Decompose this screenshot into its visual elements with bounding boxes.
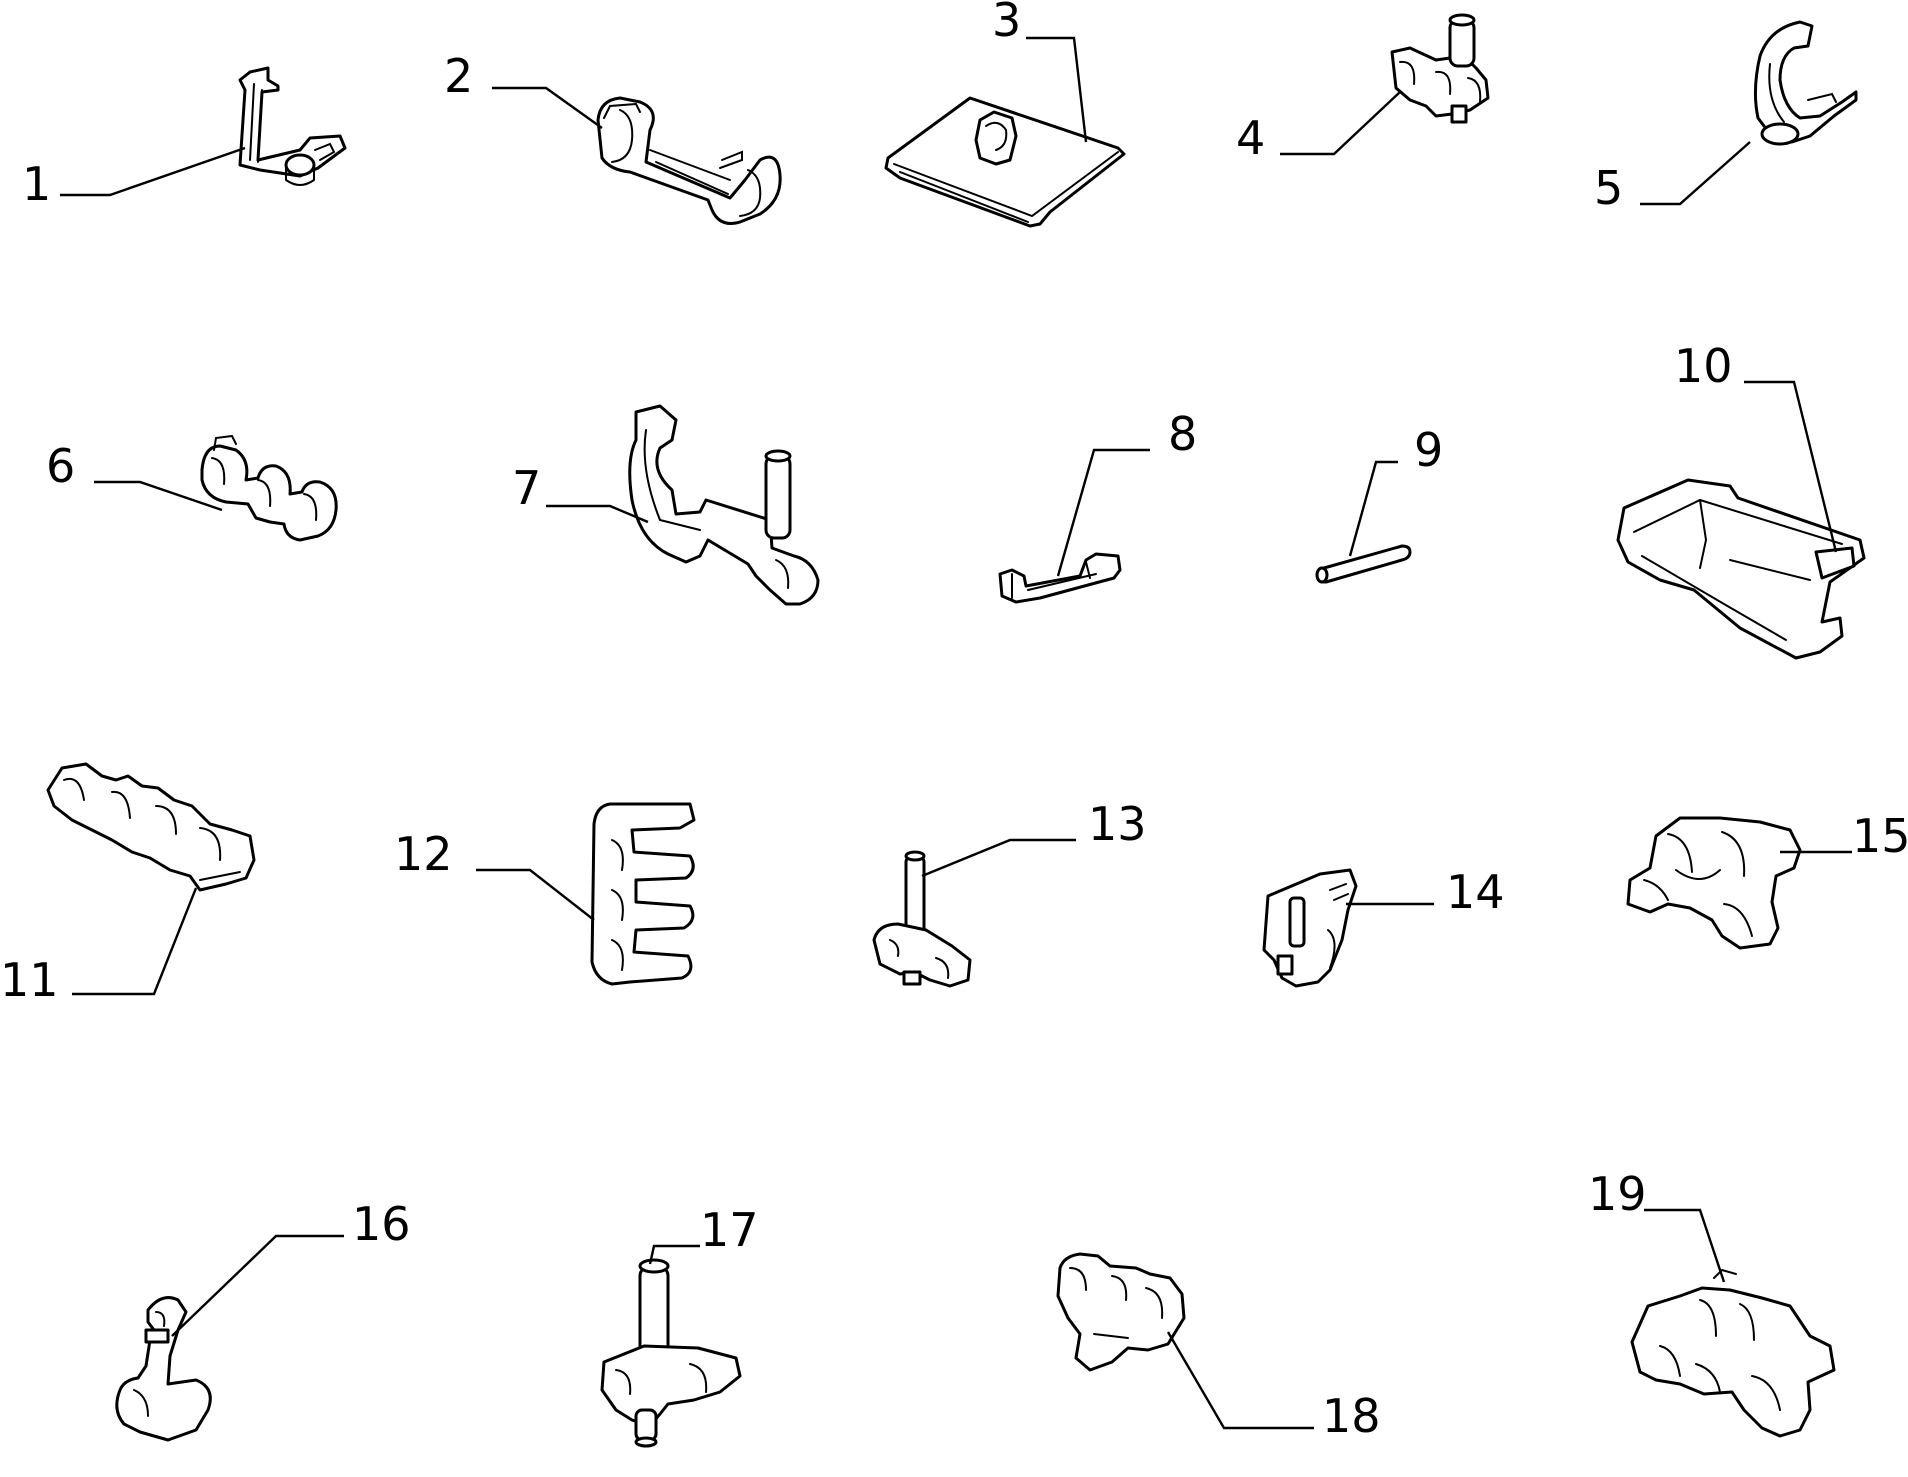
callout-label-15: 15 bbox=[1852, 809, 1908, 863]
leader-line-2 bbox=[492, 86, 603, 129]
part-12-comb-clip bbox=[590, 802, 696, 986]
part-8-channel-clip bbox=[998, 552, 1122, 604]
part-10-long-bracket bbox=[1616, 478, 1866, 660]
callout-label-4: 4 bbox=[1236, 111, 1265, 165]
callout-2: 2 bbox=[444, 49, 603, 129]
part-17-stud-twin-clip bbox=[600, 1258, 742, 1448]
callout-10: 10 bbox=[1674, 339, 1838, 553]
callout-label-7: 7 bbox=[512, 461, 541, 515]
part-15-dual-clip bbox=[1626, 816, 1802, 950]
callout-13: 13 bbox=[921, 797, 1147, 878]
callout-label-18: 18 bbox=[1322, 1389, 1381, 1443]
leader-line-7 bbox=[546, 504, 649, 524]
part-5-hook-clip bbox=[1753, 20, 1858, 146]
callout-8: 8 bbox=[1056, 407, 1197, 577]
callout-5: 5 bbox=[1594, 141, 1751, 215]
leader-line-9 bbox=[1348, 460, 1398, 557]
callout-16: 16 bbox=[171, 1197, 411, 1337]
callout-label-9: 9 bbox=[1414, 423, 1443, 477]
part-18-multi-clip bbox=[1056, 1252, 1186, 1372]
part-9-pin bbox=[1315, 544, 1412, 584]
part-19-long-rack-clip bbox=[1630, 1268, 1836, 1438]
callout-1: 1 bbox=[22, 146, 246, 211]
part-3-tray-clip bbox=[884, 96, 1126, 228]
part-16-stacked-clip bbox=[115, 1296, 212, 1442]
leader-line-11 bbox=[72, 887, 198, 996]
leader-line-18 bbox=[1166, 1331, 1314, 1430]
callout-label-17: 17 bbox=[700, 1203, 759, 1257]
callout-15: 15 bbox=[1780, 809, 1908, 863]
leader-line-8 bbox=[1056, 448, 1150, 577]
part-6-triple-clip bbox=[200, 434, 338, 542]
callout-label-2: 2 bbox=[444, 49, 473, 103]
callout-14: 14 bbox=[1346, 865, 1505, 919]
callout-label-6: 6 bbox=[46, 439, 75, 493]
callout-4: 4 bbox=[1236, 91, 1401, 165]
leader-line-12 bbox=[476, 868, 595, 921]
leader-line-3 bbox=[1026, 36, 1088, 143]
part-7-stud-bracket bbox=[628, 404, 820, 606]
callout-label-13: 13 bbox=[1088, 797, 1147, 851]
callout-18: 18 bbox=[1166, 1331, 1381, 1443]
callout-label-1: 1 bbox=[22, 157, 51, 211]
callout-7: 7 bbox=[512, 461, 649, 524]
callout-3: 3 bbox=[992, 0, 1088, 143]
part-1-bracket bbox=[238, 66, 347, 186]
callout-9: 9 bbox=[1348, 423, 1443, 557]
callout-label-10: 10 bbox=[1674, 339, 1733, 393]
leader-line-6 bbox=[94, 480, 223, 512]
leader-line-13 bbox=[921, 838, 1076, 878]
callout-label-19: 19 bbox=[1588, 1167, 1647, 1221]
leader-line-19 bbox=[1644, 1208, 1726, 1283]
callout-label-12: 12 bbox=[394, 827, 453, 881]
part-4-stud-clip bbox=[1390, 13, 1490, 124]
callout-label-5: 5 bbox=[1594, 161, 1623, 215]
callout-17: 17 bbox=[648, 1203, 759, 1265]
leader-line-16 bbox=[171, 1234, 344, 1337]
part-11-rack-clip bbox=[46, 762, 256, 892]
part-13-stud-clip bbox=[872, 850, 972, 988]
callout-label-8: 8 bbox=[1168, 407, 1197, 461]
callout-label-14: 14 bbox=[1446, 865, 1505, 919]
callout-label-3: 3 bbox=[992, 0, 1021, 47]
part-14-clamp bbox=[1262, 868, 1358, 988]
callout-label-11: 11 bbox=[0, 953, 59, 1007]
callout-6: 6 bbox=[46, 439, 223, 512]
leader-line-4 bbox=[1280, 91, 1401, 156]
leader-line-1 bbox=[60, 146, 246, 197]
leader-line-17 bbox=[648, 1244, 700, 1265]
callout-19: 19 bbox=[1588, 1167, 1726, 1283]
leader-line-10 bbox=[1744, 380, 1838, 553]
leader-line-5 bbox=[1640, 141, 1751, 206]
callout-12: 12 bbox=[394, 827, 595, 921]
callout-11: 11 bbox=[0, 887, 198, 1007]
callout-label-16: 16 bbox=[352, 1197, 411, 1251]
part-2-double-clip bbox=[596, 96, 782, 225]
